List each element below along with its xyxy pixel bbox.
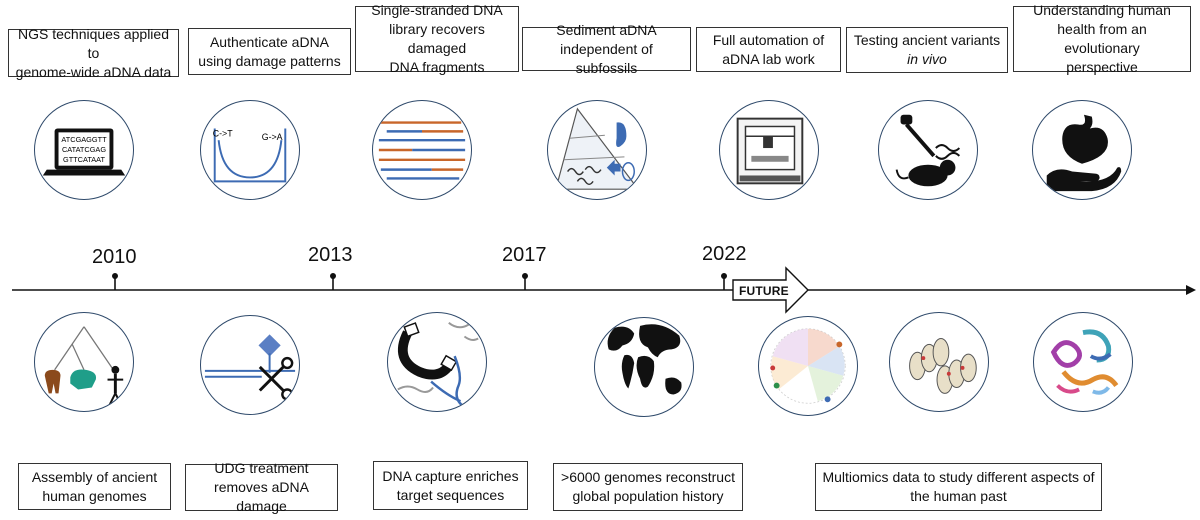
milestone-authenticate-line2: using damage patterns — [198, 52, 341, 69]
milestone-assembly-line2: human genomes — [42, 487, 147, 504]
year-marker-2010 — [112, 273, 118, 279]
year-marker-2017 — [522, 273, 528, 279]
milestone-capture-line1: DNA capture enriches — [382, 467, 519, 484]
milestone-multiomics-box: Multiomics data to study different aspec… — [815, 463, 1102, 511]
milestone-sediment-line2: independent of subfossils — [560, 40, 653, 76]
milestone-health-line1: Understanding human — [1033, 2, 1171, 18]
milestone-udg-box: UDG treatment removes aDNA damage — [185, 460, 338, 514]
damage-ga-label: G->A — [262, 132, 283, 142]
milestone-automation-box: Full automation of aDNA lab work — [696, 27, 841, 72]
future-arrow — [732, 266, 809, 314]
capture-icon-circle — [387, 312, 487, 412]
milestone-health-line2: health from an evolutionary — [1057, 21, 1147, 56]
milestone-ss-line2: library recovers damaged — [389, 21, 485, 56]
milestone-health-box: Understanding human health from an evolut… — [1013, 2, 1191, 75]
year-marker-2022 — [721, 273, 727, 279]
milestone-health-line3: perspective — [1066, 59, 1138, 75]
milestone-ss-line1: Single-stranded DNA — [371, 2, 503, 18]
laptop-icon: ATCGAGGTT CATATCGAG GTTCATAAT — [42, 128, 126, 176]
heart-hand-icon — [1046, 114, 1122, 192]
world-map-icon — [607, 324, 682, 395]
milestone-multiomics-line2: the human past — [910, 488, 1007, 504]
phylogeny-icon — [44, 326, 124, 406]
milestone-capture-line2: target sequences — [396, 486, 505, 503]
lab-robot-icon-circle — [719, 100, 819, 200]
milestone-genomes-line2: global population history — [572, 488, 724, 504]
in-vivo-icon-circle — [878, 100, 978, 200]
year-2013: 2013 — [308, 244, 353, 266]
sediment-icon-circle — [547, 100, 647, 200]
protein-structure-icon-circle — [1033, 312, 1133, 412]
milestone-automation-line2: aDNA lab work — [722, 50, 815, 67]
milestone-sediment-box: Sediment aDNA independent of subfossils — [522, 22, 691, 76]
milestone-ss-line3: DNA fragments — [389, 59, 485, 75]
milestone-assembly-box: Assembly of ancient human genomes — [18, 463, 171, 510]
milestone-genomes-box: >6000 genomes reconstruct global populati… — [553, 463, 743, 511]
single-stranded-dna-icon-circle — [372, 100, 472, 200]
milestone-single-stranded-box: Single-stranded DNA library recovers dama… — [355, 2, 519, 75]
year-2017: 2017 — [502, 244, 547, 266]
milestone-authenticate-line1: Authenticate aDNA — [209, 33, 330, 50]
damage-pattern-icon: C->T G->A — [213, 128, 287, 183]
year-2010: 2010 — [92, 246, 137, 268]
milestone-assembly-line1: Assembly of ancient — [31, 468, 158, 485]
milestone-in-vivo-italic: in vivo — [907, 51, 947, 67]
year-2022: 2022 — [702, 243, 747, 265]
dna-seq-line2: CATATCGAG — [62, 145, 106, 154]
milestone-in-vivo-box: Testing ancient variants in vivo — [846, 27, 1008, 73]
helix-icon — [909, 337, 977, 394]
dna-seq-line1: ATCGAGGTT — [61, 135, 107, 144]
milestone-sediment-line1: Sediment aDNA — [556, 21, 657, 38]
magnet-icon — [397, 322, 483, 409]
udg-icon-circle — [200, 315, 300, 415]
dna-strands-icon — [378, 121, 466, 180]
mouse-dropper-icon — [895, 114, 961, 187]
milestone-in-vivo-line2: in vivo — [854, 50, 1000, 69]
multiomics-tree-icon-circle — [758, 316, 858, 416]
milestone-multiomics-line1: Multiomics data to study different aspec… — [822, 469, 1095, 485]
future-label: FUTURE — [739, 284, 789, 298]
milestone-ngs-box: NGS techniques applied to genome-wide aDN… — [8, 26, 179, 80]
scissors-icon — [204, 334, 296, 401]
skull-icon — [70, 369, 97, 390]
lab-robot-icon — [736, 117, 804, 185]
milestone-ngs-line1: NGS techniques applied to — [18, 25, 169, 61]
heart-hand-icon-circle — [1032, 100, 1132, 200]
world-map-icon-circle — [594, 317, 694, 417]
timeline-arrowhead — [1186, 285, 1196, 295]
laptop-icon-circle: ATCGAGGTT CATATCGAG GTTCATAAT — [34, 100, 134, 200]
milestone-authenticate-box: Authenticate aDNA using damage patterns — [188, 28, 351, 75]
milestone-in-vivo-line1: Testing ancient variants — [853, 32, 1001, 48]
sediment-triangle-icon — [555, 107, 640, 190]
ancient-genomes-icon-circle — [34, 312, 134, 412]
radial-tree-icon — [770, 328, 846, 404]
milestone-capture-box: DNA capture enriches target sequences — [373, 461, 528, 510]
protein-icon — [1050, 329, 1119, 395]
milestone-udg-line2: removes aDNA damage — [214, 479, 309, 514]
damage-ct-label: C->T — [213, 128, 233, 138]
milestone-ngs-line2: genome-wide aDNA data — [15, 63, 172, 80]
helix-histone-icon-circle — [889, 312, 989, 412]
tooth-icon — [44, 369, 61, 394]
dna-seq-line3: GTTCATAAT — [63, 155, 106, 164]
year-marker-2013 — [330, 273, 336, 279]
milestone-genomes-line1: >6000 genomes reconstruct — [561, 469, 735, 485]
damage-pattern-icon-circle: C->T G->A — [200, 100, 300, 200]
milestone-automation-line1: Full automation of — [712, 31, 825, 48]
milestone-udg-line1: UDG treatment — [214, 460, 309, 476]
skeleton-icon — [111, 365, 120, 374]
